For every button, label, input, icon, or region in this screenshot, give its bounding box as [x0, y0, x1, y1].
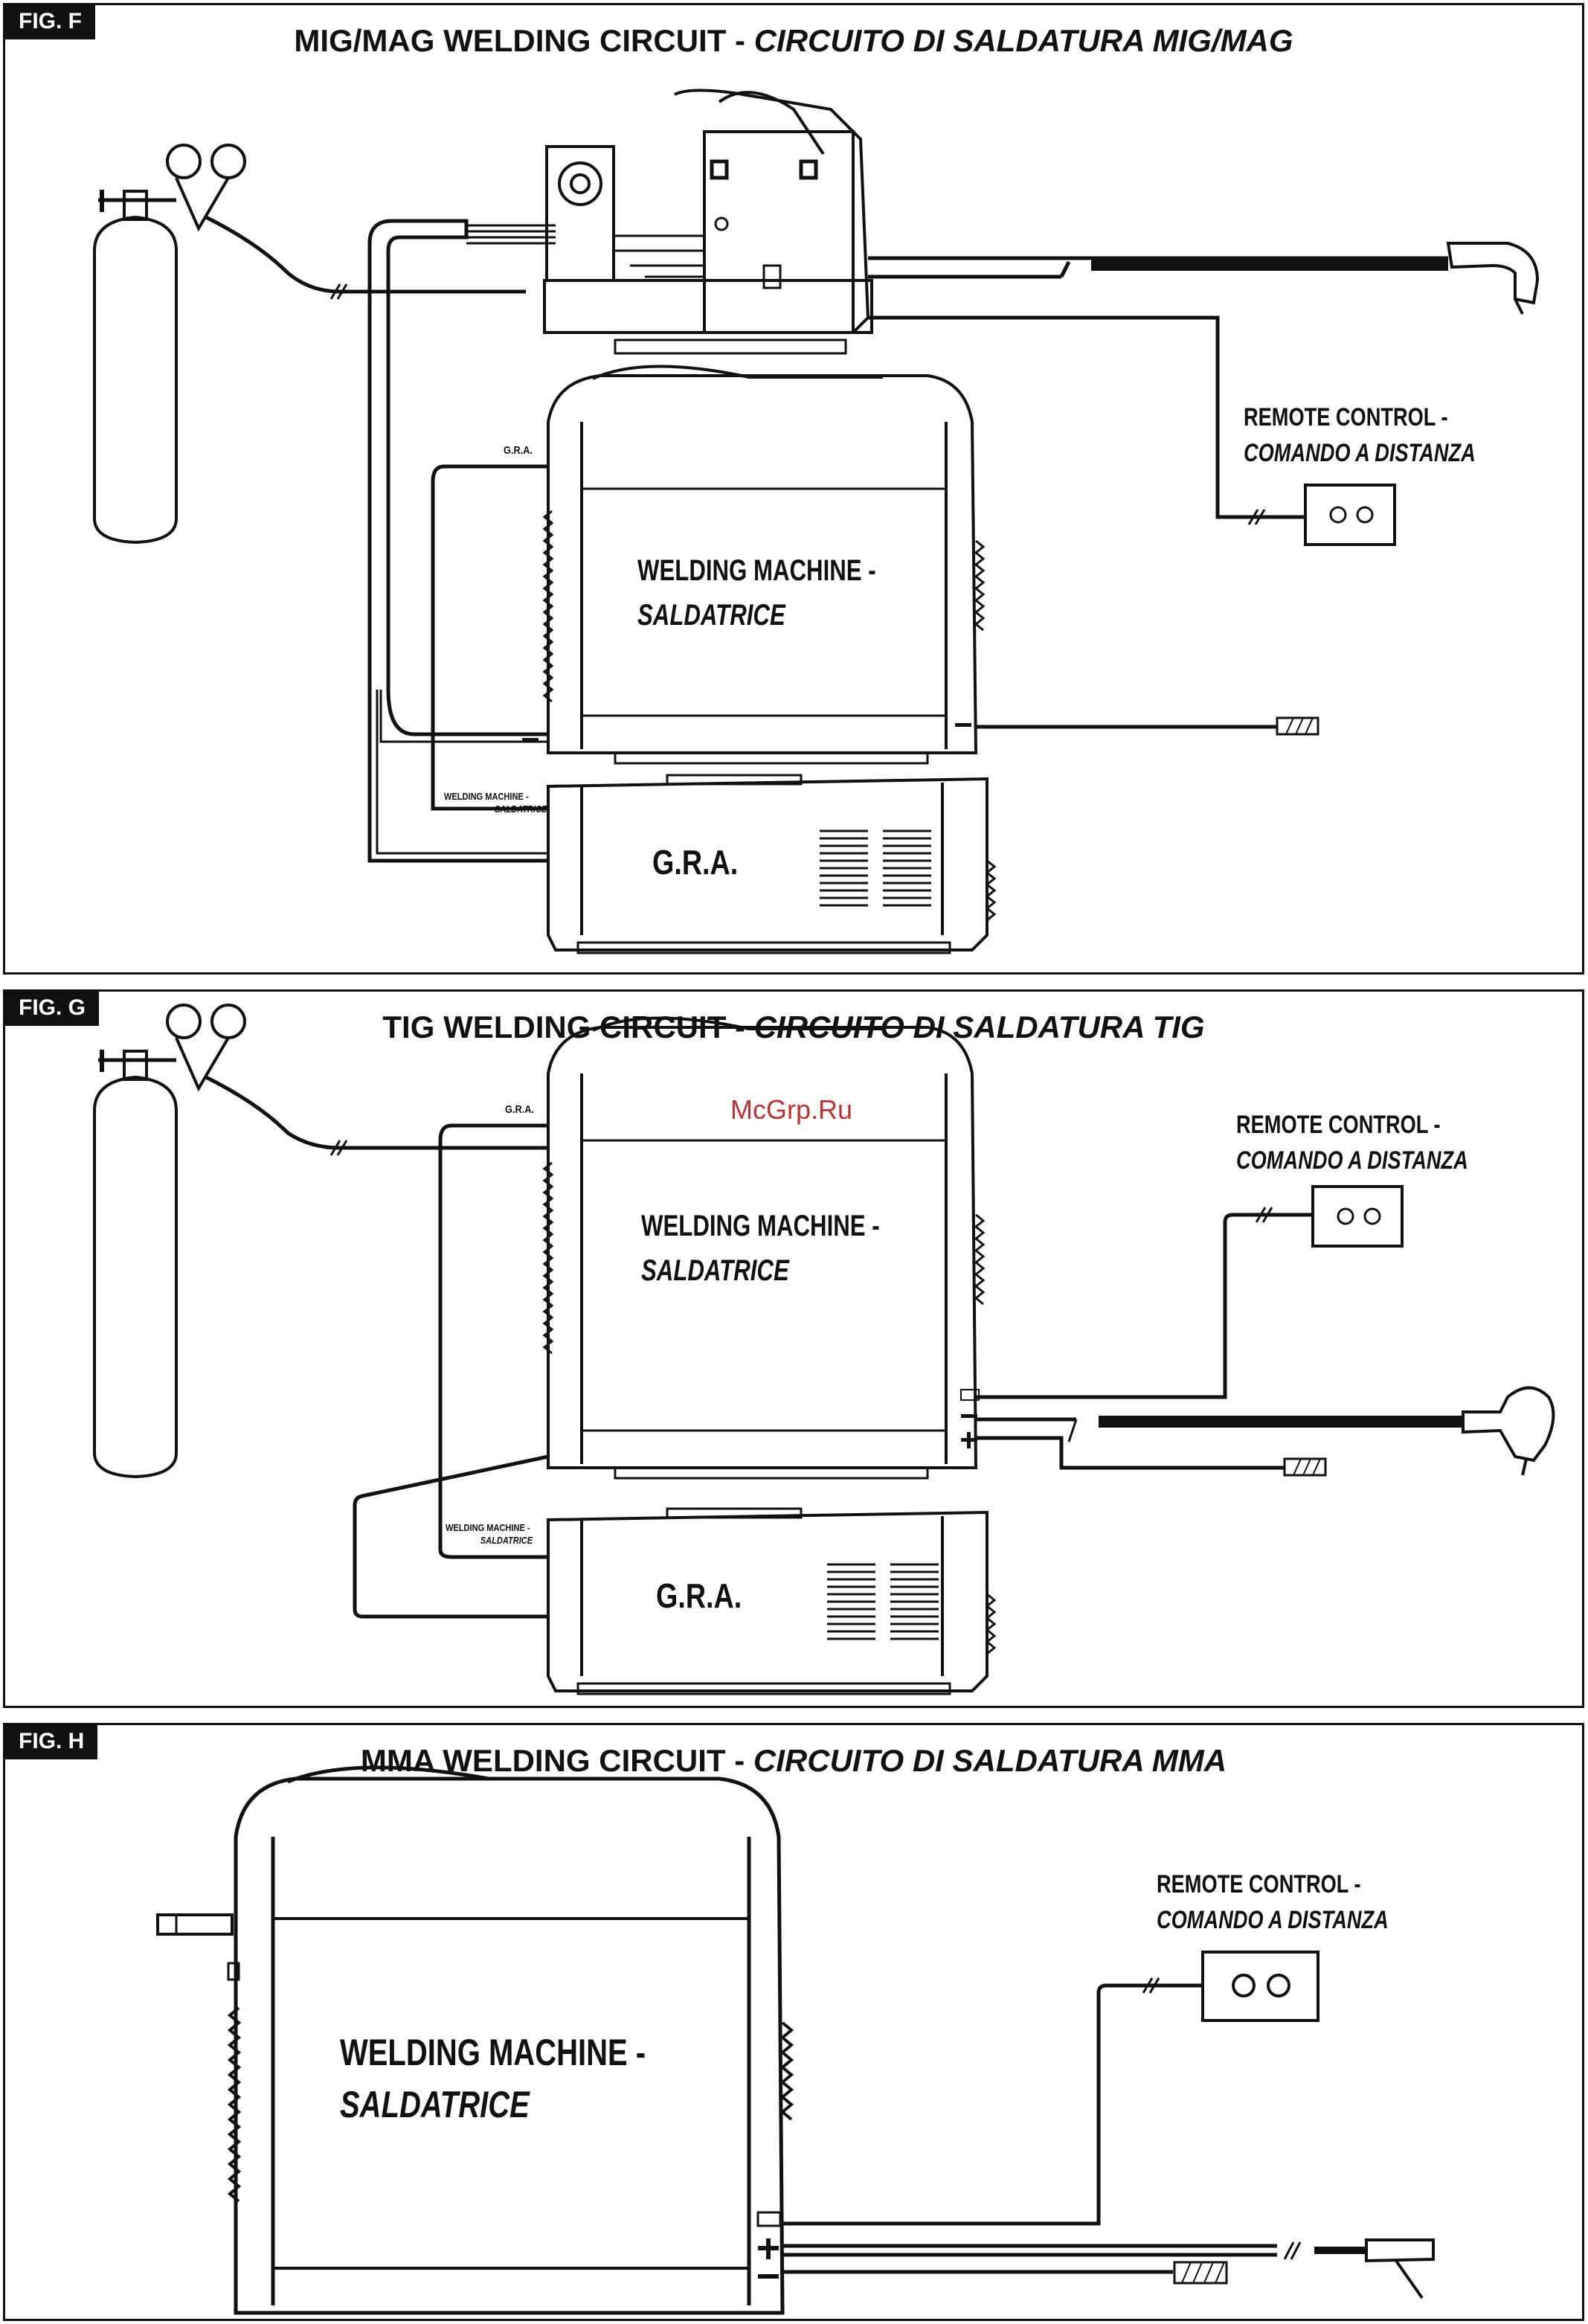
figure-f-title-main: MIG/MAG WELDING CIRCUIT - — [294, 23, 754, 58]
remote-control-icon — [1201, 1951, 1319, 2022]
gas-cylinder-icon — [93, 1004, 341, 1479]
figure-f-gra-port-label: G.R.A. — [504, 444, 533, 457]
figure-g-remote-label: REMOTE CONTROL - COMANDO A DISTANZA — [1236, 1107, 1468, 1178]
minus-terminal-icon — [955, 723, 971, 727]
figure-g-panel: FIG. G TIG WELDING CIRCUIT - CIRCUITO DI… — [3, 989, 1584, 1708]
plus-terminal-icon — [766, 2238, 771, 2259]
gas-cylinder-icon — [93, 144, 341, 545]
figure-f-panel: FIG. F MIG/MAG WELDING CIRCUIT - CIRCUIT… — [3, 3, 1584, 975]
machine-label-line1: WELDING MACHINE - — [340, 2032, 646, 2073]
figure-f-gra-source-label: WELDING MACHINE - SALDATRICE — [444, 791, 547, 815]
welding-machine-icon — [542, 365, 986, 765]
figure-g-tag: FIG. G — [5, 992, 99, 1026]
figure-h-panel: FIG. H MMA WELDING CIRCUIT - CIRCUITO DI… — [3, 1723, 1584, 2321]
figure-g-gra-source-label: WELDING MACHINE - SALDATRICE — [446, 1522, 533, 1546]
remote-label-line2: COMANDO A DISTANZA — [1244, 439, 1476, 467]
figure-f-title: MIG/MAG WELDING CIRCUIT - CIRCUITO DI SA… — [5, 23, 1582, 59]
remote-label-line2: COMANDO A DISTANZA — [1236, 1146, 1468, 1175]
remote-label-line1: REMOTE CONTROL - — [1157, 1870, 1361, 1898]
machine-label-line1: WELDING MACHINE - — [641, 1210, 880, 1242]
machine-label-line1: WELDING MACHINE - — [637, 554, 876, 587]
welding-machine-icon — [156, 1765, 794, 2315]
mig-circuit-diagram — [93, 89, 1540, 954]
remote-socket-icon — [960, 1389, 980, 1401]
remote-socket-icon — [756, 2211, 782, 2227]
figure-h-remote-label: REMOTE CONTROL - COMANDO A DISTANZA — [1157, 1866, 1389, 1938]
machine-label-line2: SALDATRICE — [637, 599, 785, 632]
figure-h-title-main: MMA WELDING CIRCUIT - — [360, 1743, 753, 1778]
mma-circuit-diagram — [156, 1765, 1435, 2315]
figure-f-machine-label: WELDING MACHINE - SALDATRICE — [637, 548, 876, 638]
figure-f-remote-label: REMOTE CONTROL - COMANDO A DISTANZA — [1244, 399, 1476, 471]
wire-feeder-icon — [543, 89, 873, 355]
figure-h-tag: FIG. H — [5, 1725, 98, 1759]
figure-f-gra-label: G.R.A. — [652, 843, 739, 882]
minus-terminal-icon — [522, 738, 539, 742]
figure-g-gra-label: G.R.A. — [656, 1576, 742, 1615]
tig-circuit-diagram — [93, 1004, 1555, 1695]
figure-h-title: MMA WELDING CIRCUIT - CIRCUITO DI SALDAT… — [5, 1743, 1582, 1779]
figure-g-machine-label: WELDING MACHINE - SALDATRICE — [641, 1204, 880, 1293]
minus-terminal-icon — [758, 2274, 779, 2279]
machine-label-line2: SALDATRICE — [641, 1254, 789, 1287]
figure-h-machine-label: WELDING MACHINE - SALDATRICE — [340, 2026, 646, 2131]
remote-label-line2: COMANDO A DISTANZA — [1157, 1906, 1389, 1934]
remote-control-icon — [1304, 484, 1396, 546]
gra-cooling-unit-icon — [547, 774, 997, 954]
welding-machine-icon — [542, 1016, 986, 1480]
machine-label-line2: SALDATRICE — [340, 2084, 530, 2125]
remote-control-icon — [1311, 1185, 1404, 1248]
figure-g-gra-port-label: G.R.A. — [505, 1103, 534, 1116]
remote-label-line1: REMOTE CONTROL - — [1244, 403, 1448, 431]
figure-h-title-italian: CIRCUITO DI SALDATURA MMA — [753, 1743, 1227, 1778]
minus-terminal-icon — [961, 1414, 977, 1418]
figure-f-title-italian: CIRCUITO DI SALDATURA MIG/MAG — [753, 23, 1293, 58]
gra-cooling-unit-icon — [547, 1507, 997, 1695]
remote-label-line1: REMOTE CONTROL - — [1236, 1111, 1441, 1139]
watermark: McGrp.Ru — [730, 1094, 853, 1125]
plus-terminal-icon — [967, 1432, 971, 1448]
figure-f-tag: FIG. F — [5, 5, 95, 39]
